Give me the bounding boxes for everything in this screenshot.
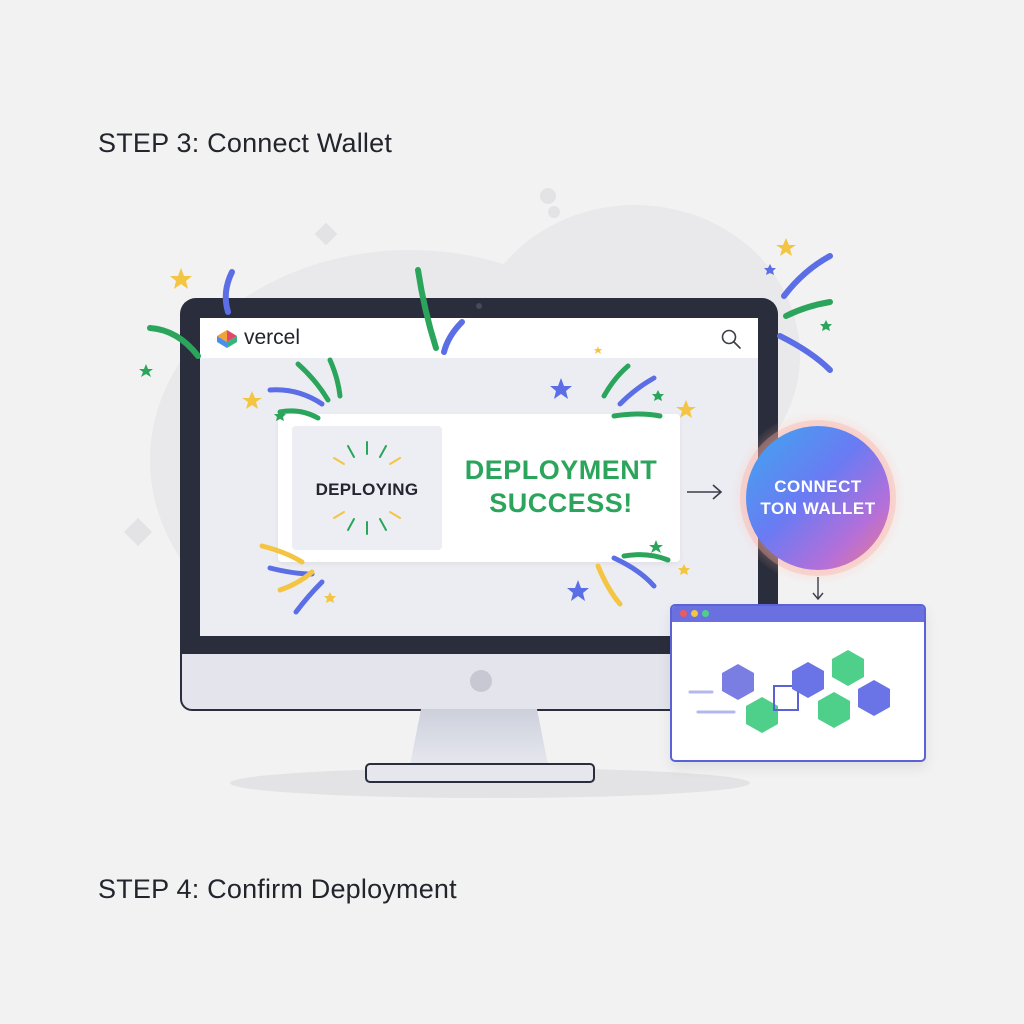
- hexagon-blue: [722, 664, 754, 700]
- monitor-bezel: vercel: [180, 298, 778, 658]
- connect-ton-wallet-button[interactable]: CONNECT TON WALLET: [746, 426, 890, 570]
- power-button: [470, 670, 492, 692]
- deployment-success-message: DEPLOYMENT SUCCESS!: [454, 454, 668, 520]
- hexagon-blue: [792, 662, 824, 698]
- browser-bar: vercel: [200, 318, 758, 358]
- background-circle: [548, 206, 560, 218]
- hexagon-blue: [858, 680, 890, 716]
- window-title-bar: [672, 606, 924, 622]
- step-3-title: STEP 3: Connect Wallet: [98, 128, 393, 158]
- monitor: vercel: [180, 298, 778, 783]
- deployment-card: DEPLOYING DEPLOYMENT SUCCESS!: [278, 414, 680, 562]
- background-square: [314, 222, 338, 246]
- brand-name: vercel: [244, 326, 301, 349]
- vercel-logo-icon: [217, 330, 237, 348]
- monitor-screen: vercel: [200, 318, 758, 636]
- background-square: [123, 517, 153, 547]
- arrow-down-icon: [812, 577, 824, 601]
- success-line-1: DEPLOYMENT: [464, 455, 658, 485]
- camera-dot: [476, 303, 482, 309]
- outline-square: [773, 685, 799, 711]
- hexagon-green: [818, 692, 850, 728]
- hexagon-network-graphic: [688, 650, 890, 733]
- monitor-stand-neck: [410, 709, 548, 765]
- arrow-right-icon: [687, 484, 723, 500]
- window-maximize-dot: [702, 610, 709, 617]
- deploying-panel: DEPLOYING: [292, 426, 442, 550]
- window-minimize-dot: [691, 610, 698, 617]
- burst-icon: [333, 441, 401, 535]
- hexagon-green: [832, 650, 864, 686]
- blockchain-window: [670, 604, 926, 762]
- background-circle: [540, 188, 556, 204]
- step-4-title: STEP 4: Confirm Deployment: [98, 874, 457, 904]
- monitor-stand-base: [365, 763, 595, 783]
- search-icon[interactable]: [720, 328, 742, 350]
- success-line-2: SUCCESS!: [489, 488, 633, 518]
- wallet-label-line-1: CONNECT: [774, 477, 862, 496]
- hexagon-green: [746, 697, 778, 733]
- wallet-label-line-2: TON WALLET: [760, 499, 876, 518]
- window-close-dot: [680, 610, 687, 617]
- deploying-label: DEPLOYING: [315, 480, 419, 499]
